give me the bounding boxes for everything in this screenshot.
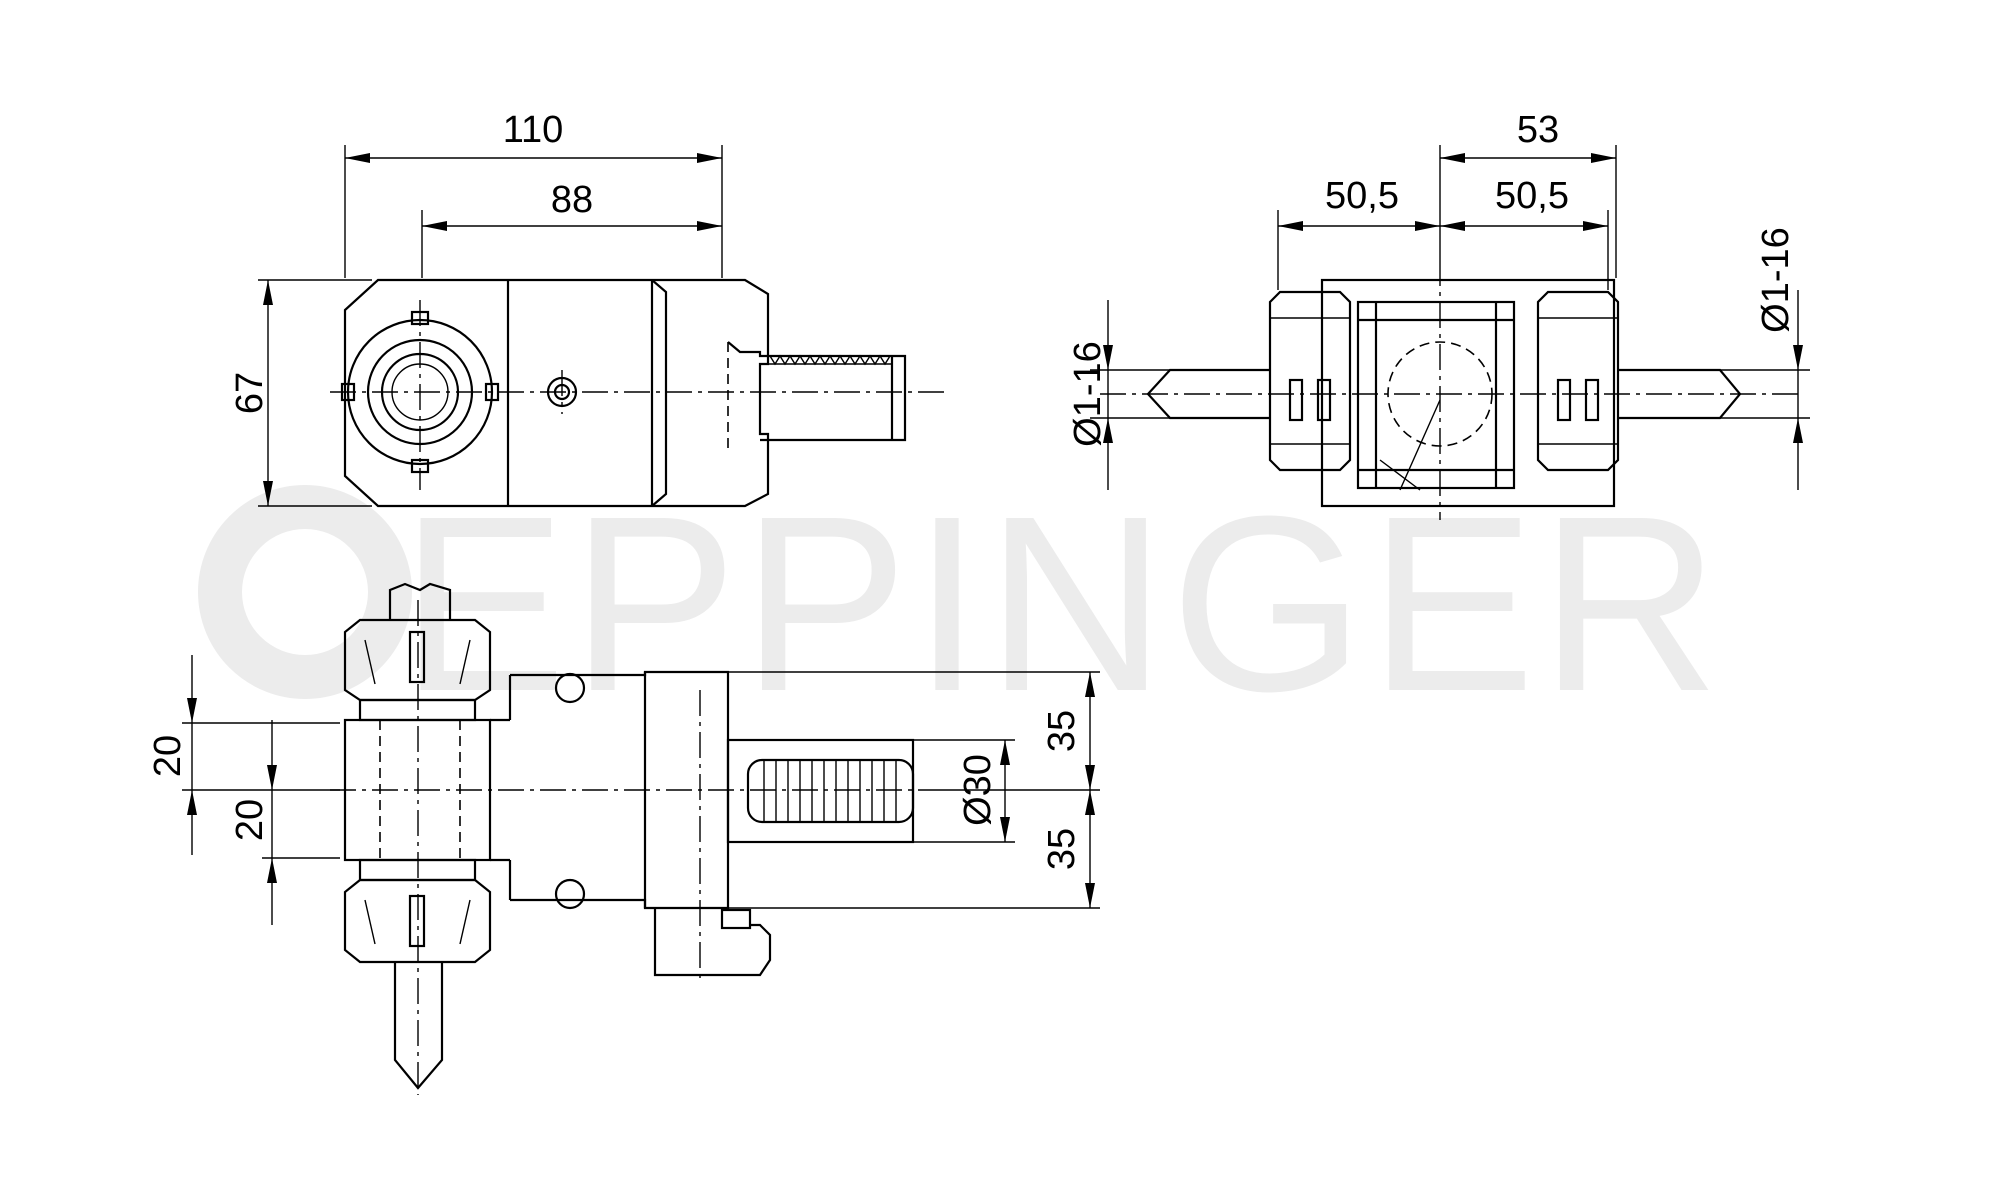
dim-front-width-total: 110 [503,109,564,151]
dim-top-left-diameter: Ø1-16 [1067,341,1109,447]
side-view: 20 20 Ø30 35 35 [147,582,1100,1095]
dim-front-width-inner: 88 [551,179,593,221]
dim-side-height-lower: 35 [1041,828,1083,870]
dim-top-width-total: 53 [1517,109,1559,151]
eppinger-watermark: EPPINGER [198,464,1724,743]
dim-side-offset-upper: 20 [147,735,189,777]
watermark-text: EPPINGER [400,464,1724,743]
dim-top-right-diameter: Ø1-16 [1755,227,1797,333]
dim-side-height-upper: 35 [1041,710,1083,752]
top-view: 53 50,5 50,5 Ø1-16 Ø1-16 [1067,109,1810,520]
dim-side-offset-lower: 20 [229,799,271,841]
dim-top-left-half: 50,5 [1325,175,1399,217]
front-view: 110 88 67 [229,109,950,508]
shank-threads [763,760,897,822]
dim-front-height: 67 [229,372,271,414]
dim-top-right-half: 50,5 [1495,175,1569,217]
